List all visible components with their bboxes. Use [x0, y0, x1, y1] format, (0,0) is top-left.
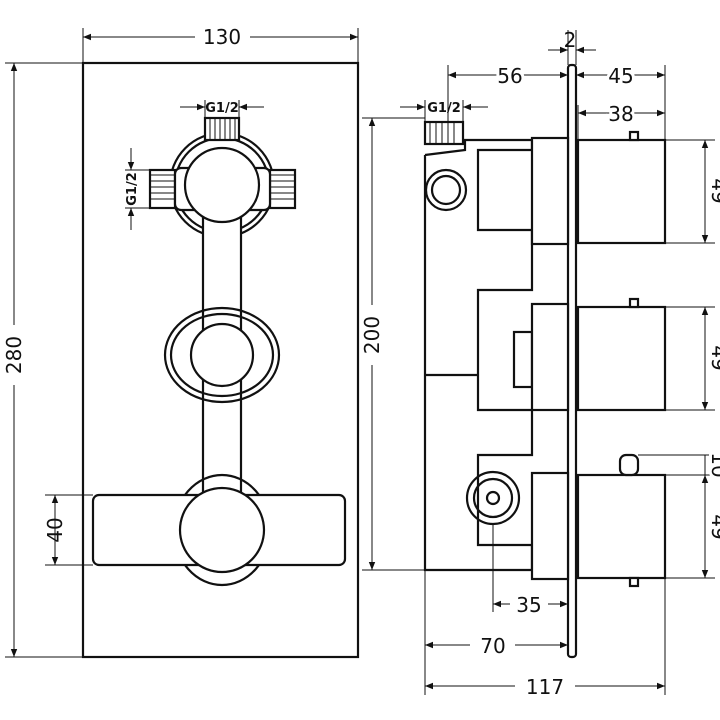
- side-thread-label: G1/2: [427, 101, 461, 116]
- cover-plate-side: [566, 63, 578, 659]
- dim-lever: 40: [43, 517, 67, 542]
- dim-plate: 2: [564, 28, 577, 52]
- cover-plate: [81, 61, 360, 659]
- valve-body: [423, 138, 534, 572]
- dim-knob-total: 45: [608, 64, 633, 88]
- knob-2: [576, 305, 667, 412]
- dim-knob3: 49: [707, 514, 720, 539]
- dim-body-height: 200: [360, 316, 384, 354]
- dim-pin: 10: [707, 452, 720, 477]
- dim-knob2: 49: [707, 345, 720, 370]
- knob-1: [576, 138, 667, 245]
- safety-button: [618, 453, 640, 477]
- dim-width: 130: [203, 25, 241, 49]
- front-view: 130 280 G1/2 G1/2: [2, 25, 360, 659]
- knob-3: [576, 473, 667, 580]
- dim-height: 280: [2, 336, 26, 374]
- dim-outlet: 35: [516, 593, 541, 617]
- dim-knob-depth: 38: [608, 102, 633, 126]
- thread-top-label: G1/2: [205, 101, 239, 116]
- dim-knob1: 49: [707, 178, 720, 203]
- side-thread: [423, 120, 465, 146]
- dim-overall: 117: [526, 675, 564, 699]
- dim-body-total: 70: [480, 634, 505, 658]
- dim-body-depth: 56: [497, 64, 522, 88]
- thread-side-label: G1/2: [125, 172, 140, 206]
- side-view: G1/2 2 56 45 38 200 49 49 10 49: [360, 28, 720, 699]
